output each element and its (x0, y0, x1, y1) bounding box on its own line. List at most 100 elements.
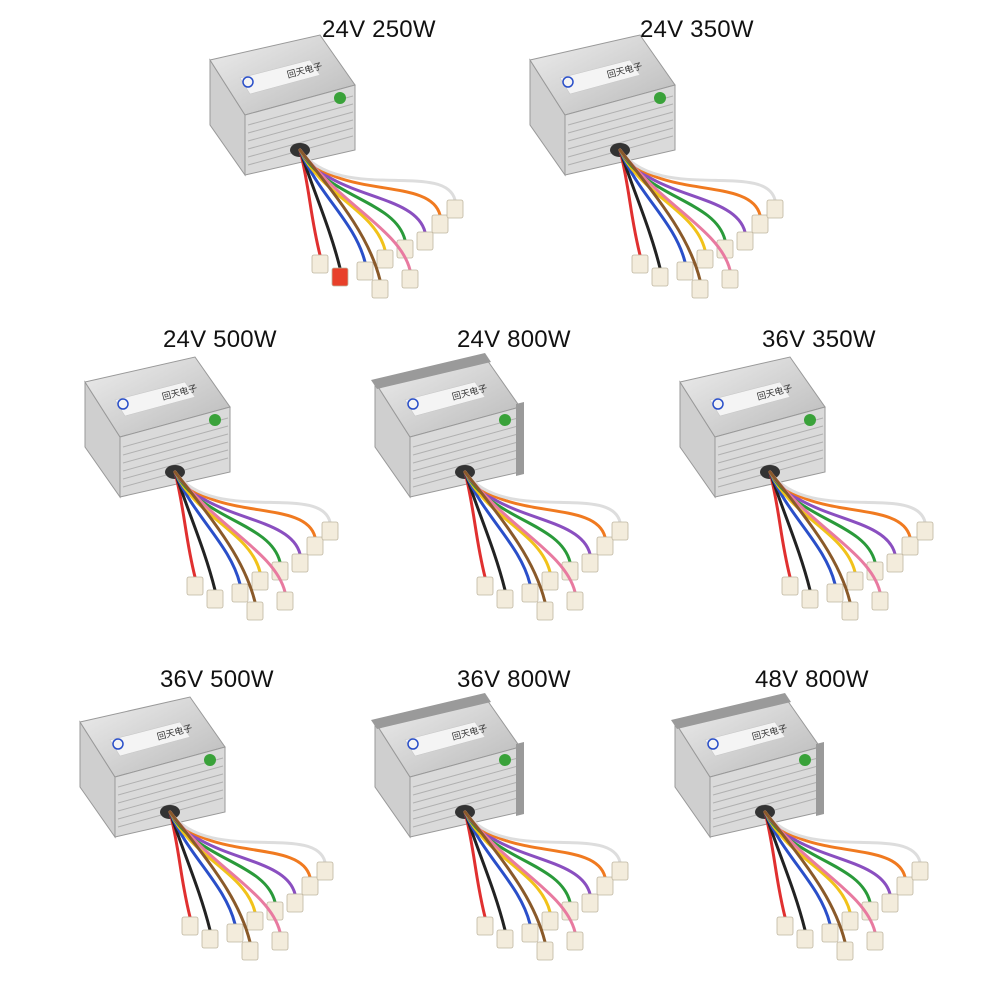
wire-connector (246, 601, 264, 621)
product-label: 24V 350W (640, 16, 754, 43)
wire-connector (776, 916, 794, 936)
qc-sticker (654, 92, 666, 104)
wire (168, 810, 212, 932)
heat-fin (712, 773, 819, 804)
wire-connector (866, 931, 884, 951)
product-cell-1: 回天电子 24V 250W (170, 0, 503, 333)
product-label: 36V 500W (160, 666, 274, 693)
wire-connector (841, 601, 859, 621)
heat-fin (247, 119, 354, 150)
controller-image: 回天电子 (209, 34, 464, 299)
wire-connector (796, 929, 814, 949)
wire (173, 470, 257, 604)
controller-image: 回天电子 (371, 353, 629, 621)
wire (763, 810, 807, 932)
wire-connector (371, 279, 389, 299)
wire-connector (301, 876, 319, 896)
end-cap (516, 402, 524, 476)
wire-connector (271, 931, 289, 951)
heat-fin (712, 789, 819, 820)
wire (168, 810, 252, 944)
end-cap (816, 742, 824, 816)
controller-image: 回天电子 (671, 693, 929, 961)
wire-connector (311, 254, 329, 274)
heat-fin (717, 433, 824, 464)
product-label: 24V 800W (457, 326, 571, 353)
wire (298, 148, 342, 270)
heat-fin (412, 433, 519, 464)
product-cell-2: 回天电子 24V 350W (490, 0, 823, 333)
brand-logo (712, 398, 724, 410)
heat-fin (117, 789, 224, 820)
wire-connector (541, 571, 559, 591)
wire (463, 470, 622, 524)
wire-connector (801, 589, 819, 609)
product-cell-7: 回天电子 36V 800W (335, 662, 668, 995)
wire (173, 470, 217, 592)
wire-connector (476, 916, 494, 936)
wire-connector (476, 576, 494, 596)
spec-label (704, 721, 786, 757)
wire (463, 810, 622, 864)
wire-connector (201, 929, 219, 949)
wire (463, 470, 507, 592)
spec-label (109, 721, 191, 757)
heat-fin (412, 425, 519, 456)
spec-label (404, 721, 486, 757)
wire-connector (496, 929, 514, 949)
product-label: 36V 350W (762, 326, 876, 353)
wire-connector (276, 591, 294, 611)
housing-side (119, 406, 231, 498)
end-cap (371, 353, 491, 389)
wire (768, 470, 927, 524)
wire-connector (356, 261, 374, 281)
wire (768, 470, 852, 604)
product-label: 24V 250W (322, 16, 436, 43)
heat-fin (412, 773, 519, 804)
wire-connector (566, 591, 584, 611)
qc-sticker (499, 754, 511, 766)
heat-fin (717, 441, 824, 472)
spec-label (114, 381, 196, 417)
wire-connector (496, 589, 514, 609)
wire-connector (911, 861, 929, 881)
wire (463, 810, 507, 932)
wire-connector (416, 231, 434, 251)
heat-fin (412, 441, 519, 472)
housing-side (244, 84, 356, 176)
wire (618, 148, 662, 270)
brand-logo (242, 76, 254, 88)
wire-connector (841, 911, 859, 931)
wire-connector (781, 576, 799, 596)
wire (618, 148, 777, 202)
wire-connector (596, 536, 614, 556)
brand-logo (112, 738, 124, 750)
wire-connector (246, 911, 264, 931)
qc-sticker (804, 414, 816, 426)
wire-connector (916, 521, 934, 541)
wire-connector (566, 931, 584, 951)
product-label: 36V 800W (457, 666, 571, 693)
qc-sticker (799, 754, 811, 766)
controller-image: 回天电子 (79, 696, 334, 961)
wire-connector (691, 279, 709, 299)
heat-fin (117, 781, 224, 812)
wire-connector (896, 876, 914, 896)
spec-label (559, 59, 641, 95)
product-cell-3: 回天电子 24V 500W (45, 322, 378, 655)
wire-connector (581, 893, 599, 913)
heat-fin (122, 433, 229, 464)
heat-fin (567, 127, 674, 158)
qc-sticker (204, 754, 216, 766)
wire-connector (306, 536, 324, 556)
wire-connector (901, 536, 919, 556)
wire-connector (541, 911, 559, 931)
controller-image: 回天电子 (529, 34, 784, 299)
wire (298, 148, 382, 282)
wire-connector (596, 876, 614, 896)
product-cell-6: 回天电子 36V 500W (40, 662, 373, 995)
spec-label (404, 381, 486, 417)
wire (463, 810, 547, 944)
heat-fin (567, 111, 674, 142)
wire-connector (736, 231, 754, 251)
